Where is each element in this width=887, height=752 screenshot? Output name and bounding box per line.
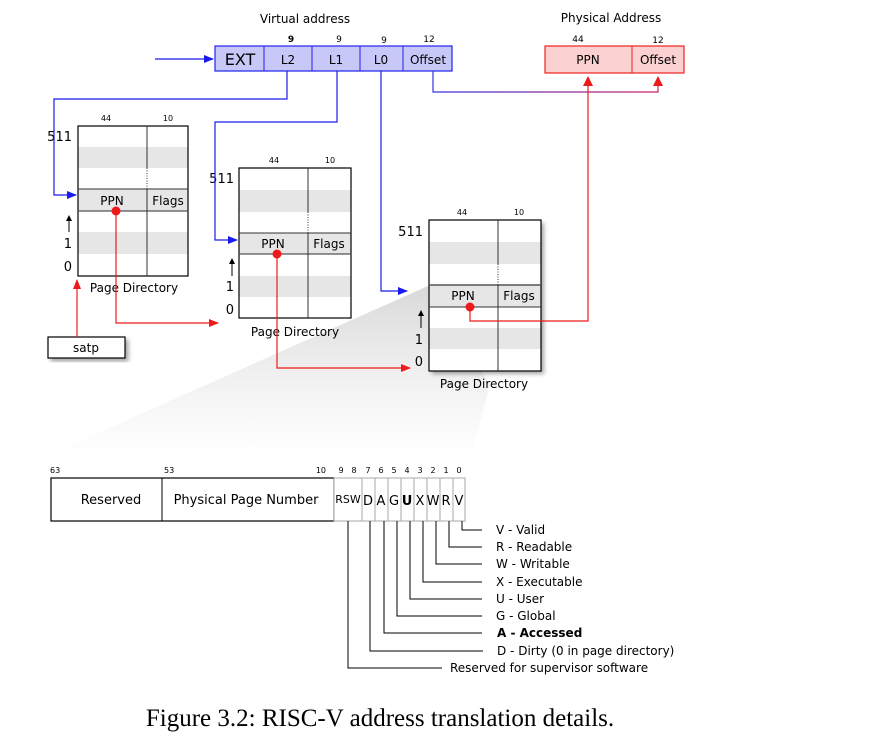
pte-bit-53: 53	[164, 466, 174, 475]
legend-writable: W - Writable	[496, 557, 570, 571]
virtual-address-title: Virtual address	[260, 12, 350, 26]
pd3-ppn-arrow	[469, 77, 589, 322]
pd1-ppn-arrow	[115, 211, 219, 327]
va-bits-offset: 12	[423, 35, 434, 45]
pte-bit-1: 1	[443, 466, 448, 475]
pte-field-w: W	[427, 494, 440, 509]
pte-field-rsw: RSW	[335, 493, 361, 506]
pd3-row-511: 511	[398, 225, 423, 240]
va-field-l2: L2	[281, 53, 295, 67]
pte-field-v: V	[455, 494, 464, 509]
va-field-offset: Offset	[410, 53, 446, 67]
pd2-title: Page Directory	[251, 325, 339, 339]
l2-index-arrow	[53, 71, 288, 199]
pte-bit-0: 0	[456, 466, 461, 475]
pte-bit-2: 2	[430, 466, 435, 475]
pte-bit-5: 5	[391, 466, 396, 475]
satp-register: satp	[47, 336, 126, 359]
pd2-row-1: 1	[226, 280, 234, 295]
pa-field-offset: Offset	[640, 53, 676, 67]
va-field-l1: L1	[329, 53, 343, 67]
pd3-bits-flags: 10	[514, 208, 524, 217]
pd2-row-511: 511	[209, 172, 234, 187]
pte-bit-9: 9	[338, 466, 343, 475]
va-field-ext: EXT	[225, 50, 256, 69]
pd2-ppn-arrow	[276, 254, 411, 372]
legend-valid: V - Valid	[496, 523, 545, 537]
pte-bit-6: 6	[378, 466, 383, 475]
pte-field-x: X	[416, 494, 425, 509]
va-bits-l1: 9	[336, 35, 342, 45]
physical-address-title: Physical Address	[561, 11, 661, 25]
pd2-bits-flags: 10	[325, 156, 335, 165]
pa-bits-offset: 12	[652, 36, 663, 46]
pd2-bits-ppn: 44	[269, 156, 279, 165]
pte-field-g: G	[389, 494, 399, 509]
pte-bit-7: 7	[365, 466, 370, 475]
pte-field-ppn: Physical Page Number	[174, 493, 319, 508]
pte-layout: 63 53 10 9 8 7 6 5 4 3 2 1 0 Reserved Ph…	[50, 466, 674, 675]
pte-field-u: U	[402, 494, 413, 509]
page-directory-3: 44 10 PPN Flags 511 1 0 Page Directory	[398, 208, 542, 391]
va-bits-l0: 9	[381, 36, 387, 46]
pd3-ppn-label: PPN	[451, 289, 474, 303]
pd1-row-1: 1	[64, 237, 72, 252]
legend-global: G - Global	[496, 609, 556, 623]
pa-field-ppn: PPN	[576, 53, 599, 67]
pd1-title: Page Directory	[90, 281, 178, 295]
figure-caption: Figure 3.2: RISC-V address translation d…	[145, 705, 615, 732]
l0-index-arrow	[380, 71, 408, 295]
legend-rsw: Reserved for supervisor software	[450, 661, 648, 675]
pd2-ppn-label: PPN	[261, 237, 284, 251]
pd1-bits-flags: 10	[163, 114, 173, 123]
virtual-address: Virtual address 9 9 9 12 EXT L2 L1 L0 Of…	[214, 12, 453, 72]
pte-field-a: A	[377, 494, 386, 509]
l1-index-arrow	[214, 71, 338, 244]
pd3-row-1: 1	[415, 333, 423, 348]
pte-bit-4: 4	[404, 466, 409, 475]
pd3-bits-ppn: 44	[457, 208, 467, 217]
pd1-bits-ppn: 44	[101, 114, 111, 123]
va-bits-l2: 9	[288, 35, 294, 45]
zoom-wedge	[60, 286, 490, 460]
pte-bit-10: 10	[316, 466, 326, 475]
legend-executable: X - Executable	[496, 575, 582, 589]
pd1-row-511: 511	[47, 130, 72, 145]
pte-field-reserved: Reserved	[81, 493, 142, 508]
pd1-flags-label: Flags	[152, 194, 183, 208]
pd3-row-0: 0	[415, 355, 423, 370]
legend-dirty: D - Dirty (0 in page directory)	[497, 644, 674, 658]
pte-field-r: R	[441, 494, 450, 509]
pd3-flags-label: Flags	[503, 289, 534, 303]
page-directory-2: 44 10 PPN Flags 511 1 0 Page Directory	[209, 156, 352, 339]
offset-arrow	[432, 71, 659, 93]
page-directory-1: 44 10 PPN Flags 511 1 0 Page Directory	[47, 114, 189, 295]
physical-address: Physical Address 44 12 PPN Offset	[544, 11, 685, 74]
pd2-flags-label: Flags	[313, 237, 344, 251]
pte-bit-3: 3	[417, 466, 422, 475]
pd2-row-0: 0	[226, 303, 234, 318]
legend-accessed: A - Accessed	[497, 626, 582, 640]
legend-user: U - User	[496, 592, 544, 606]
pd1-ppn-label: PPN	[100, 194, 123, 208]
va-field-l0: L0	[374, 53, 388, 67]
pd1-row-0: 0	[64, 260, 72, 275]
pd3-title: Page Directory	[440, 377, 528, 391]
satp-label: satp	[73, 341, 99, 355]
pte-bit-8: 8	[351, 466, 356, 475]
pa-bits-ppn: 44	[572, 35, 584, 45]
legend-readable: R - Readable	[496, 540, 572, 554]
pte-field-d: D	[363, 494, 373, 509]
pte-bit-63: 63	[50, 466, 60, 475]
